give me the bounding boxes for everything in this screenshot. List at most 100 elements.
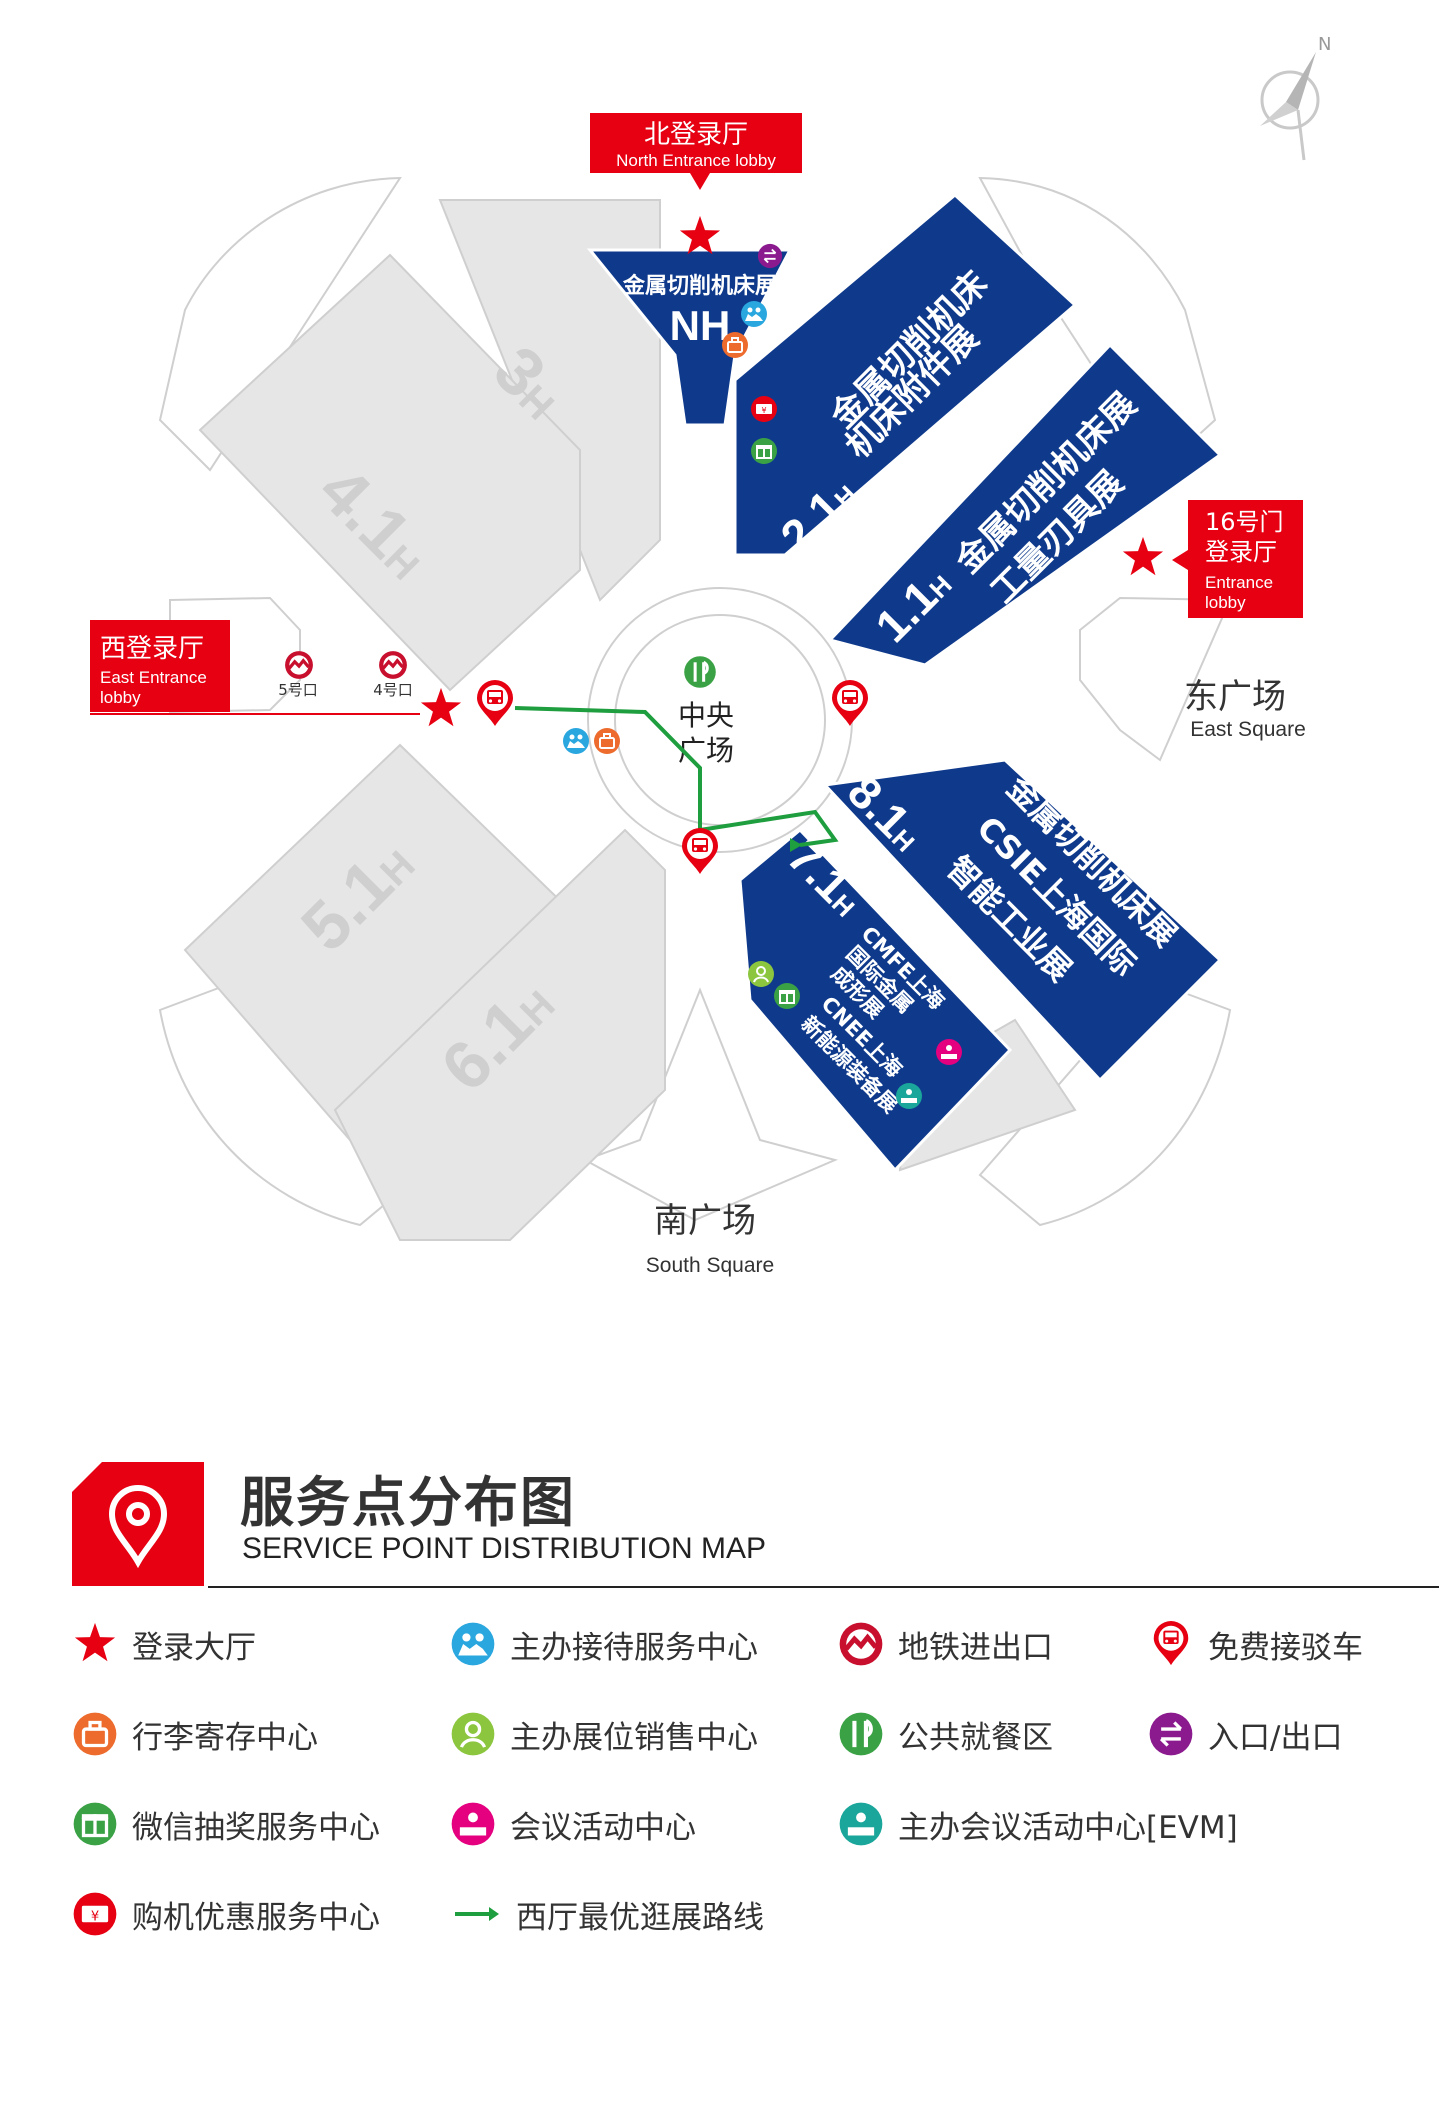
legend-divider — [208, 1586, 1439, 1588]
red-star-icon — [74, 1622, 116, 1662]
hall-nh-code: NH — [670, 302, 731, 349]
legend-item-entrance-exit: 入口/出口 — [1148, 1708, 1342, 1760]
gift-icon — [72, 1801, 118, 1847]
metro-exit-5-label: 5号口 — [278, 681, 318, 699]
west-lobby-en2: lobby — [100, 688, 141, 707]
legend-item-luggage: 行李寄存中心 — [72, 1708, 318, 1760]
square-labels: 东广场 East Square 南广场 South Square — [646, 677, 1306, 1277]
west-lobby-star-icon — [420, 687, 462, 727]
hall-2-1 — [733, 193, 1078, 557]
legend-label: 西厅最优逛展路线 — [516, 1899, 764, 1936]
hall-6-1 — [333, 828, 666, 1241]
nh-reception-icon — [741, 301, 767, 327]
shuttle-east-icon — [832, 680, 868, 726]
h7-1-meeting-icon — [936, 1039, 962, 1065]
west-lobby-en1: East Entrance — [100, 668, 207, 687]
legend-subtitle: SERVICE POINT DISTRIBUTION MAP — [242, 1532, 766, 1565]
legend-item-dining: 公共就餐区 — [838, 1708, 1053, 1760]
legend-label: 行李寄存中心 — [132, 1719, 318, 1756]
entrance-exit-icon — [1148, 1711, 1194, 1757]
legend-label: 入口/出口 — [1208, 1719, 1343, 1756]
shuttle-south-icon — [682, 828, 718, 874]
legend-label: 地铁进出口 — [898, 1629, 1053, 1666]
navy-halls — [586, 193, 1223, 1173]
legend-label: 购机优惠服务中心 — [132, 1899, 380, 1936]
gate16-cn2: 登录厅 — [1205, 538, 1277, 566]
legend: 服务点分布图 SERVICE POINT DISTRIBUTION MAP 登录… — [0, 1440, 1439, 2080]
legend-item-shuttle: 免费接驳车 — [1148, 1618, 1363, 1670]
west-route-arrow — [790, 838, 802, 852]
hall-nh-title: 金属切削机床展 — [622, 273, 777, 299]
venue-map: ¥ N — [90, 34, 1331, 1277]
metro-exit-5-icon — [284, 650, 314, 680]
legend-item-lobby: 登录大厅 — [72, 1618, 256, 1670]
gate16-en2: lobby — [1205, 593, 1246, 612]
west-luggage-icon — [593, 727, 621, 755]
legend-label: 公共就餐区 — [898, 1719, 1053, 1756]
h7-1-evm-icon — [896, 1083, 922, 1109]
evm-meeting-icon — [839, 1802, 883, 1846]
north-lobby-en: North Entrance lobby — [616, 151, 776, 170]
north-lobby-cn: 北登录厅 — [644, 120, 748, 150]
legend-item-meeting: 会议活动中心 — [450, 1798, 696, 1850]
legend-item-metro: 地铁进出口 — [838, 1618, 1053, 1670]
east-square-cn: 东广场 — [1184, 677, 1286, 717]
compass-icon: N — [1260, 34, 1331, 161]
meeting-icon — [451, 1802, 495, 1846]
hall-8-1 — [821, 758, 1223, 1083]
reception-icon — [451, 1622, 495, 1666]
booth-sales-icon — [450, 1711, 496, 1757]
legend-label: 主办接待服务中心 — [510, 1629, 758, 1666]
h2-1-discount-icon — [751, 396, 777, 422]
gate16-en1: Entrance — [1205, 573, 1273, 592]
compass-north-label: N — [1318, 34, 1331, 55]
green-arrow-icon — [455, 1907, 499, 1921]
legend-item-route: 西厅最优逛展路线 — [450, 1888, 764, 1940]
h7-1-booth-sales-icon — [747, 960, 775, 988]
location-pin-icon — [72, 1462, 204, 1586]
legend-label: 主办会议活动中心[EVM] — [898, 1809, 1238, 1846]
hall-nh — [586, 248, 793, 427]
gate16-cn1: 16号门 — [1205, 508, 1284, 536]
south-square-cn: 南广场 — [654, 1201, 756, 1241]
east-square-en: East Square — [1190, 718, 1306, 741]
central-dining-icon — [683, 655, 717, 689]
legend-label: 免费接驳车 — [1208, 1629, 1363, 1666]
discount-ticket-icon — [73, 1892, 117, 1936]
nh-entrance-exit-icon — [757, 243, 783, 269]
gate16-lobby-callout: 16号门 登录厅 Entrance lobby — [1122, 500, 1303, 618]
legend-item-gift: 微信抽奖服务中心 — [72, 1798, 380, 1850]
hall-1-1 — [827, 342, 1223, 667]
legend-label: 主办展位销售中心 — [510, 1719, 758, 1756]
south-square-en: South Square — [646, 1254, 774, 1277]
shuttle-west-icon — [477, 680, 513, 726]
metro-exits: 5号口 4号口 — [278, 650, 413, 699]
shuttle-bus-icon — [1153, 1621, 1189, 1666]
legend-label: 会议活动中心 — [510, 1809, 696, 1846]
h7-1-gift-icon — [773, 982, 801, 1010]
nh-luggage-icon — [721, 331, 749, 359]
legend-item-booth-sales: 主办展位销售中心 — [450, 1708, 758, 1760]
west-lobby-callout: 西登录厅 East Entrance lobby — [90, 620, 462, 727]
legend-label: 微信抽奖服务中心 — [132, 1809, 380, 1846]
legend-label: 登录大厅 — [132, 1629, 256, 1666]
legend-item-discount: 购机优惠服务中心 — [72, 1888, 380, 1940]
north-lobby-callout: 北登录厅 North Entrance lobby — [590, 113, 802, 255]
dining-icon — [838, 1711, 884, 1757]
west-reception-icon — [563, 728, 589, 754]
legend-title: 服务点分布图 — [240, 1471, 576, 1534]
metro-exit-4-icon — [378, 650, 408, 680]
metro-icon — [838, 1621, 884, 1667]
legend-item-reception: 主办接待服务中心 — [450, 1618, 758, 1670]
central-plaza-label-1: 中央 — [678, 699, 734, 732]
gray-halls — [183, 199, 1077, 1241]
west-route-line — [514, 706, 839, 847]
h2-1-gift-icon — [750, 437, 778, 465]
hall-4-1 — [198, 253, 581, 692]
legend-item-evm: 主办会议活动中心[EVM] — [838, 1798, 1238, 1850]
luggage-icon — [72, 1711, 118, 1757]
gate16-star-icon — [1122, 536, 1164, 576]
legend-header: 服务点分布图 SERVICE POINT DISTRIBUTION MAP — [72, 1454, 1439, 1588]
metro-exit-4-label: 4号口 — [373, 681, 413, 699]
central-plaza: 中央 广场 — [678, 655, 734, 767]
